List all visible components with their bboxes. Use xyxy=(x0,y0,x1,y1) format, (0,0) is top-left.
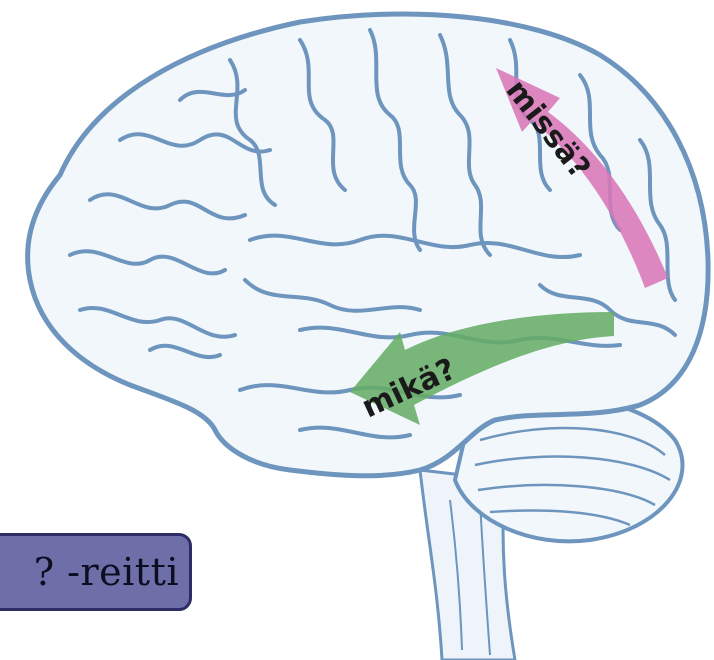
route-label-box: ? -reitti xyxy=(0,533,192,611)
route-label: ? -reitti xyxy=(34,550,179,594)
